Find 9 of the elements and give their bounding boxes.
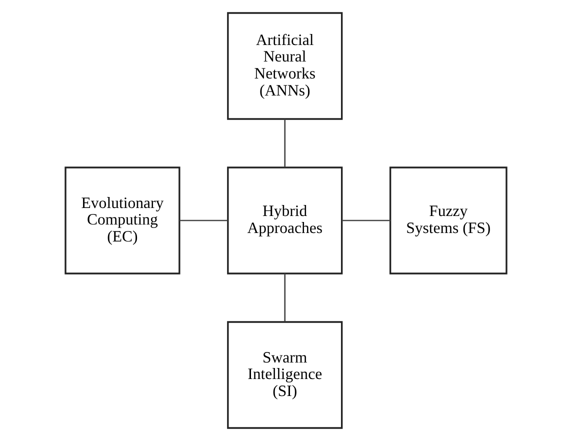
node-box: Evolutionary Computing (EC) [64,166,180,274]
node-box: Swarm Intelligence (SI) [226,321,342,429]
connector [179,220,228,222]
node-box: Fuzzy Systems (FS) [388,166,507,274]
connector [342,220,390,222]
connector [284,274,286,322]
node-box: Artificial Neural Networks (ANNs) [226,12,342,120]
connector [284,119,286,168]
node-box: Hybrid Approaches [226,166,342,274]
